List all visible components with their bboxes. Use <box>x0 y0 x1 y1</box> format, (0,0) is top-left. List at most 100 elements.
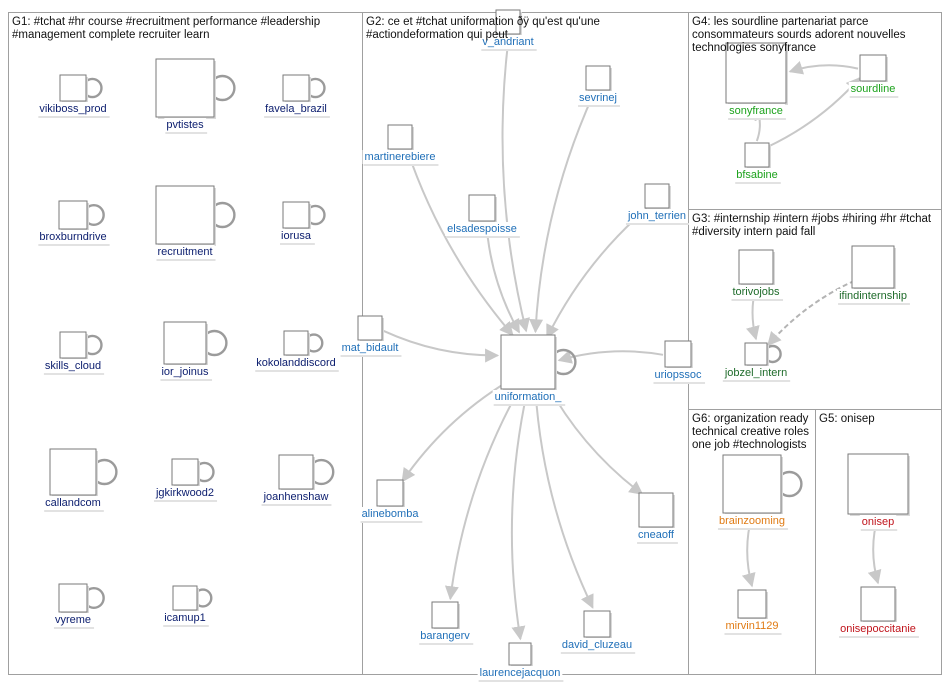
avatar-frame <box>58 200 88 230</box>
node-vyreme[interactable]: vyreme <box>52 583 105 629</box>
node-elsadespoisse[interactable]: elsadespoisse <box>445 194 520 238</box>
node-label-shadow <box>255 370 339 372</box>
node-label-david_cluzeau: david_cluzeau <box>562 639 632 651</box>
group-title-g4-line-2: consommateurs sourds adorent nouvelles <box>692 29 906 41</box>
node-label-bg <box>624 209 689 223</box>
node-label-bg <box>477 666 563 680</box>
node-label-iorusa: iorusa <box>281 230 312 242</box>
node-mat_bidault[interactable]: mat_bidault <box>339 315 402 357</box>
node-vikiboss_prod[interactable]: vikiboss_prod <box>37 74 110 118</box>
node-john_terrien[interactable]: john_terrien <box>624 183 690 225</box>
group-title-g1-line-1: G1: #tchat #hr course #recruitment perfo… <box>12 16 320 28</box>
node-kokolanddiscord[interactable]: kokolanddiscord <box>254 330 339 372</box>
avatar-frame <box>468 194 496 222</box>
node-label-shadow <box>419 643 474 645</box>
node-label-shadow <box>280 243 315 245</box>
node-laurencejacquon[interactable]: laurencejacquon <box>477 642 564 682</box>
node-label-skills_cloud: skills_cloud <box>45 360 101 372</box>
node-label-shadow <box>363 164 439 166</box>
node-label-shadow <box>163 625 209 627</box>
node-label-shadow <box>165 132 208 134</box>
node-uriopssoc[interactable]: uriopssoc <box>652 340 706 384</box>
edge-sourdline-to-sonyfrance <box>788 61 859 75</box>
node-iorusa[interactable]: IORiorusa <box>279 201 326 245</box>
group-title-g6: G6: organization ready technical creativ… <box>692 413 812 451</box>
group-title-g6-line-1: G6: organization ready <box>692 413 809 425</box>
avatar-frame <box>387 124 413 150</box>
node-skills_cloud[interactable]: skills_cloud <box>42 331 105 375</box>
node-label-john_terrien: john_terrien <box>627 210 686 222</box>
node-label-shadow <box>849 96 899 98</box>
node-ior_joinus[interactable]: ior_joinus <box>159 321 228 381</box>
node-torivojobs[interactable]: torivotorivojobs <box>730 249 784 301</box>
node-favela_brazil[interactable]: favela_brazil <box>263 74 330 118</box>
edge-ifindinternship-to-jobzel_intern <box>767 279 855 347</box>
node-joanhenshaw[interactable]: joanhenshaw <box>260 454 335 506</box>
node-sourdline[interactable]: sourdline <box>848 54 899 98</box>
edge-sevrinej-to-uniformation_ <box>529 91 596 334</box>
group-title-g4-line-1: G4: les sourdline partenariat parce <box>692 16 868 28</box>
node-label-shadow <box>860 529 898 531</box>
node-label-cneaoff: cneaoff <box>638 529 675 541</box>
node-label-bg <box>263 102 329 116</box>
node-sevrinej[interactable]: sevrinej <box>577 65 620 107</box>
avatar-frame <box>59 331 87 359</box>
node-cneaoff[interactable]: CNEAcneaoff <box>636 492 678 544</box>
node-recruitment[interactable]: recruitment <box>155 185 236 261</box>
node-david_cluzeau[interactable]: david_cluzeau <box>559 610 636 654</box>
node-label-mat_bidault: mat_bidault <box>342 342 399 354</box>
node-label-shadow <box>625 223 690 225</box>
avatar-frame <box>155 185 215 245</box>
node-uniformation_[interactable]: uniformation_ <box>492 334 577 406</box>
avatar-frame <box>282 74 310 102</box>
node-label-alinebomba: alinebomba <box>362 508 420 520</box>
edge-martinerebiere-to-uniformation_ <box>405 148 514 337</box>
node-label-shadow <box>38 116 110 118</box>
node-label-shadow <box>43 373 105 375</box>
node-label-uriopssoc: uriopssoc <box>654 369 702 381</box>
node-mirvin1129[interactable]: mirvin1129 <box>723 589 782 635</box>
group-title-g1: G1: #tchat #hr course #recruitment perfo… <box>12 16 323 41</box>
group-title-g5-line-1: G5: onisep <box>819 413 875 425</box>
node-broxburndrive[interactable]: broxburndrive <box>37 200 110 246</box>
node-martinerebiere[interactable]: martinerebiere <box>362 124 439 166</box>
node-icamup1[interactable]: UPicamup1 <box>162 585 213 627</box>
node-label-v_andriant: v_andriant <box>482 36 533 48</box>
node-ifindinternship[interactable]: ifindinternship <box>837 245 910 305</box>
avatar-frame <box>58 583 88 613</box>
node-label-bg <box>339 341 401 355</box>
node-jobzel_intern[interactable]: Jobzeljobzel_intern <box>721 342 791 382</box>
node-onisepoccitanie[interactable]: onisepoccitanie <box>838 586 919 638</box>
avatar-frame <box>278 454 314 490</box>
node-callandcom[interactable]: callandcom <box>43 448 118 512</box>
node-pvtistes[interactable]: pvtistes <box>155 58 236 134</box>
node-v_andriant[interactable]: v_andriant <box>480 9 537 51</box>
node-label-bg <box>492 390 565 404</box>
edge-uriopssoc-to-uniformation_ <box>557 350 664 364</box>
node-brainzooming[interactable]: brainzooming <box>716 454 803 530</box>
node-label-shadow <box>724 633 782 635</box>
node-jgkirkwood2[interactable]: jgkirkwood2 <box>152 458 218 502</box>
node-barangerv[interactable]: barangerv <box>418 601 474 645</box>
node-bfsabine[interactable]: bfsabine <box>734 142 781 184</box>
group-title-g5: G5: onisep <box>819 413 875 425</box>
node-label-barangerv: barangerv <box>420 630 470 642</box>
node-alinebomba[interactable]: alinebomba <box>359 479 423 523</box>
node-label-mirvin1129: mirvin1129 <box>726 620 779 632</box>
avatar-frame <box>722 454 782 514</box>
avatar-frame <box>49 448 97 496</box>
node-label-sourdline: sourdline <box>851 83 896 95</box>
node-label-bg <box>838 622 918 636</box>
node-label-shadow <box>153 500 218 502</box>
node-sonyfrance[interactable]: SONYsonyfrance <box>725 42 788 120</box>
node-label-shadow <box>493 404 566 406</box>
node-label-bg <box>577 91 619 105</box>
node-label-shadow <box>560 652 636 654</box>
node-label-shadow <box>839 636 919 638</box>
node-label-bg <box>636 528 677 542</box>
edge-uniformation_-to-david_cluzeau <box>534 389 594 609</box>
node-label-shadow <box>360 521 423 523</box>
node-label-shadow <box>637 542 678 544</box>
avatar-frame <box>851 245 895 289</box>
